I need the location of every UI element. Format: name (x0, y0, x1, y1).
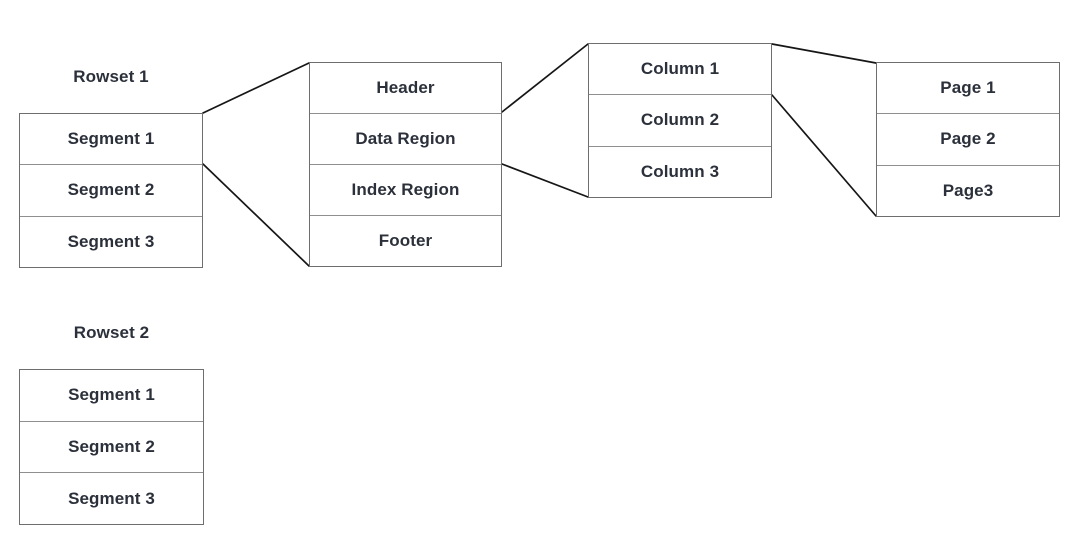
rowset2-label: Rowset 2 (73, 323, 150, 342)
column1-to-pages-bottom (771, 94, 877, 217)
segment-structure-data-region: Data Region (310, 113, 501, 164)
rowset1-segment-2: Segment 2 (20, 164, 202, 215)
rowset2-segment-3: Segment 3 (20, 472, 203, 524)
segment-structure-header: Header (376, 78, 435, 97)
page-3: Page3 (877, 164, 1059, 216)
page-1: Page 1 (940, 78, 996, 98)
segment-structure-index-region: Index Region (310, 164, 501, 215)
rowset1-label: Rowset 1 (73, 67, 149, 86)
segment1-to-structure-top (202, 62, 310, 114)
column1-to-pages-top (771, 43, 877, 64)
column-1: Column 1 (640, 59, 720, 79)
column-3: Column 3 (589, 145, 771, 197)
segment-structure-footer: Footer (310, 215, 501, 266)
rowset2-segment-2: Segment 2 (20, 420, 203, 473)
rowset1-segment-3: Segment 3 (20, 215, 202, 267)
rowset2-segment-1: Segment 1 (68, 385, 155, 405)
data-region-to-columns-bottom (501, 163, 589, 198)
data-region-to-columns-top (501, 43, 589, 113)
rowset2-segments-box: Segment 1 Segment 2 Segment 3 (19, 369, 204, 525)
columns-box: Column 1 Column 2 Column 3 (588, 43, 772, 198)
segment-structure-box: Header Data Region Index Region Footer (309, 62, 502, 267)
rowset1-segments-box: Segment 1 Segment 2 Segment 3 (19, 113, 203, 268)
pages-box: Page 1 Page 2 Page3 (876, 62, 1060, 217)
column-2: Column 2 (589, 94, 771, 145)
rowset1-segment-1: Segment 1 (67, 129, 155, 149)
segment1-to-structure-bottom (202, 163, 310, 267)
page-2: Page 2 (877, 113, 1059, 164)
